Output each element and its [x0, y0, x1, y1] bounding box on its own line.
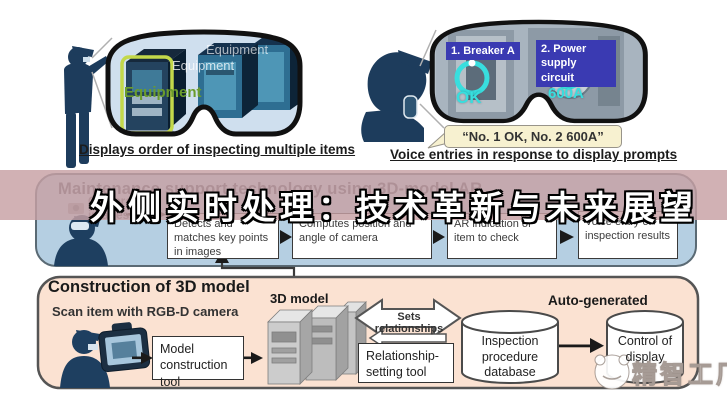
relationship-tool-box: Relationship-setting tool: [358, 343, 454, 383]
ar-worker-icon: [54, 215, 108, 266]
target-dot-1: [468, 59, 476, 67]
status-reading-ok: OK: [456, 88, 482, 107]
equipment-label-2: Equipment: [172, 58, 235, 73]
pink-overlay-band: [0, 170, 727, 220]
worker-silhouette: [64, 46, 109, 168]
database-label: Inspection procedure database: [481, 334, 539, 380]
sightlines-right: [419, 29, 445, 129]
model-tool-box: Model construction tool: [152, 336, 244, 389]
sets-relationships-label: Sets relationships: [374, 311, 444, 335]
article-title-overlay: 外侧实时处理：技术革新与未来展望: [90, 189, 698, 226]
scanner-silhouette: [60, 330, 110, 388]
auto-generated-label: Auto-generated: [548, 293, 648, 308]
rgbd-camera-icon: [98, 322, 151, 373]
equipment-label-1: Equipment: [124, 84, 202, 101]
3d-model-label: 3D model: [270, 291, 329, 306]
3d-model-render: [267, 301, 367, 385]
step-box-ar-indication: AR indication of item to check: [447, 213, 557, 259]
construction-arrows: [132, 338, 604, 364]
watermark-text: 精智工厂: [631, 361, 727, 390]
voice-quote-bubble: “No. 1 OK, No. 2 600A”: [444, 125, 622, 148]
scan-caption: Scan item with RGB-D camera: [52, 304, 239, 319]
watermark-logo: [594, 354, 630, 390]
database-cylinder: [461, 309, 559, 385]
ar-tag-power: 2. Power supply circuit: [536, 40, 616, 87]
equipment-label-3: Equipment: [206, 42, 269, 57]
step-box-pose: Computes position and angle of camera: [292, 213, 432, 259]
construction-title: Construction of 3D model: [48, 278, 250, 296]
microphone-icon: [403, 95, 418, 119]
display-scene-caption: Displays order of inspecting multiple it…: [79, 142, 356, 157]
voice-scene-caption: Voice entries in response to display pro…: [390, 147, 678, 162]
control-label: Control of display: [617, 334, 673, 364]
status-reading-amps: 600A: [548, 85, 584, 102]
ar-tag-breaker: 1. Breaker A: [446, 42, 520, 61]
